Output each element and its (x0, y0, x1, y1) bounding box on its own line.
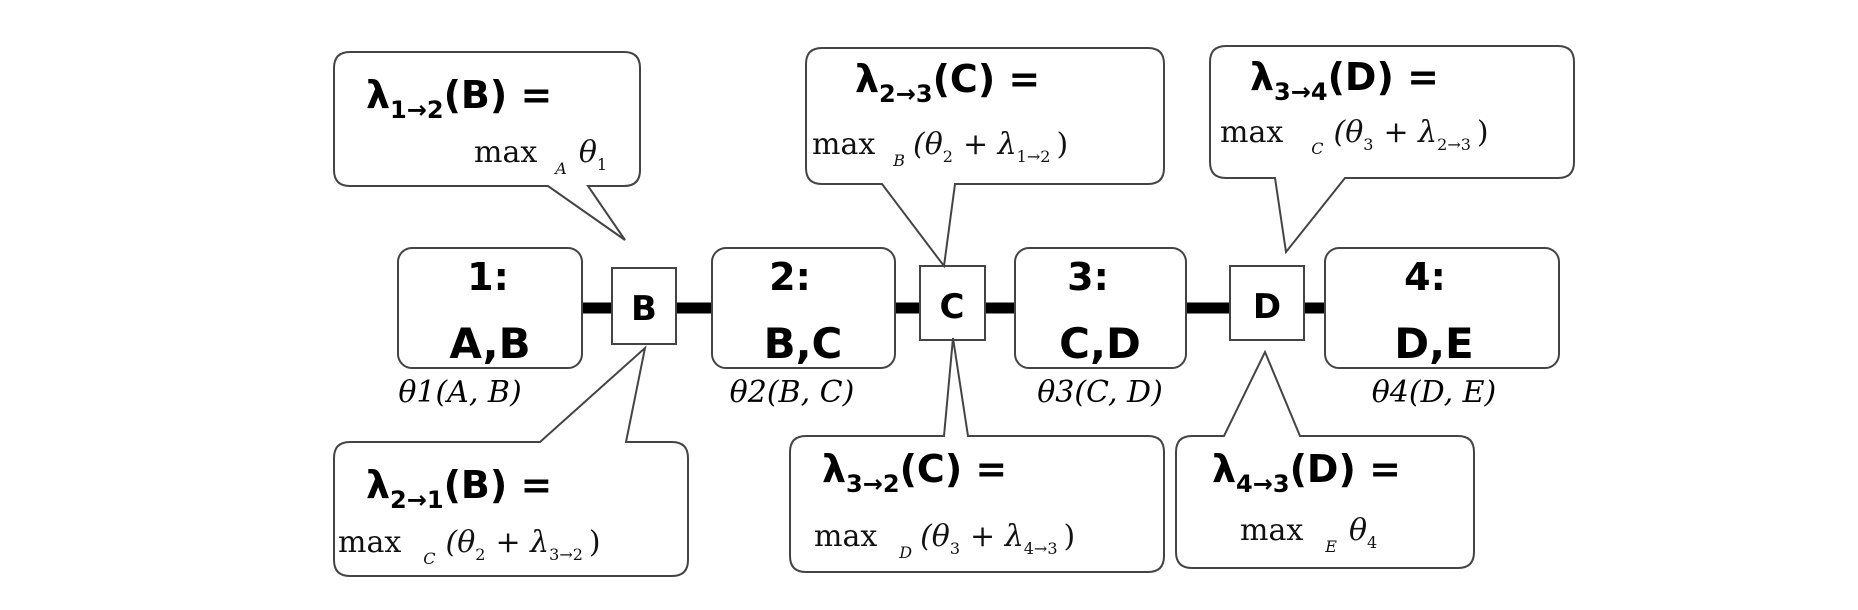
bubble-m21-lambda: λ2→1(B) = (366, 463, 552, 514)
cluster-1-vars: A,B (449, 319, 530, 368)
separator-d: D (1229, 265, 1305, 341)
cluster-3-number: 3: (1067, 255, 1109, 299)
cluster-3-box (1014, 247, 1187, 369)
bubble-m34-lambda: λ3→4(D) = (1250, 55, 1439, 106)
bubble-m32-lambda: λ3→2(C) = (822, 447, 1007, 498)
cluster-4-box (1324, 247, 1560, 369)
cluster-2-number: 2: (769, 255, 811, 299)
bubble-m21-shape (333, 345, 689, 577)
cluster-3: 3: C,D (1014, 247, 1187, 369)
cluster-2: 2: B,C (711, 247, 896, 369)
potential-2: θ2(B, C) (730, 375, 855, 410)
cluster-1: 1: A,B (397, 247, 583, 369)
cluster-1-box (397, 247, 583, 369)
cluster-2-box (711, 247, 896, 369)
separator-b-label: B (631, 289, 657, 329)
potential-4: θ4(D, E) (1372, 375, 1497, 410)
bubble-m23-shape (805, 47, 1165, 269)
separator-d-label: D (1253, 287, 1281, 327)
cluster-4-number: 4: (1404, 255, 1446, 299)
cluster-2-vars: B,C (764, 319, 843, 368)
bubble-m43-shape (1175, 349, 1475, 569)
potential-1: θ1(A, B) (398, 375, 521, 410)
cluster-4: 4: D,E (1324, 247, 1560, 369)
cluster-4-vars: D,E (1394, 319, 1474, 368)
separator-b: B (611, 267, 677, 345)
bubble-m23-lambda: λ2→3(C) = (855, 57, 1040, 108)
separator-c-box (919, 265, 986, 341)
cluster-1-number: 1: (467, 255, 509, 299)
bubble-m34-shape (1209, 45, 1575, 255)
separator-b-box (611, 267, 677, 345)
cluster-3-vars: C,D (1059, 319, 1141, 368)
separator-c-label: C (940, 287, 965, 327)
separator-c: C (919, 265, 986, 341)
bubble-m12-lambda: λ1→2(B) = (366, 73, 552, 124)
bubble-m43-lambda: λ4→3(D) = (1212, 447, 1401, 498)
potential-3: θ3(C, D) (1037, 375, 1163, 410)
separator-d-box (1229, 265, 1305, 341)
bubble-m32-shape (789, 337, 1165, 573)
bubble-m12-shape (333, 51, 641, 241)
